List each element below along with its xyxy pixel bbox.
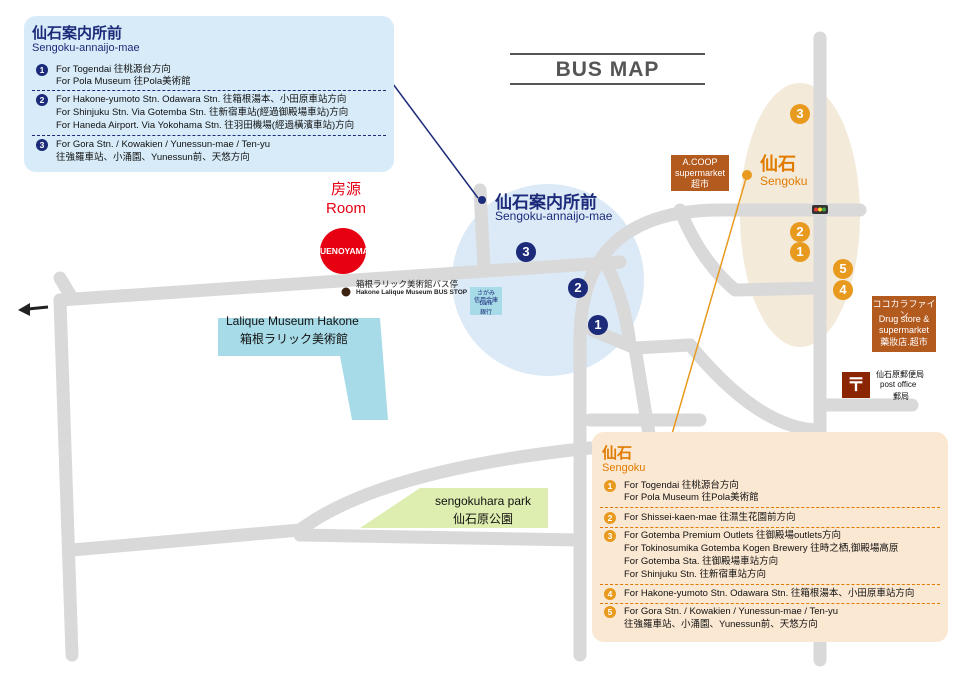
sengoku-stop-2[interactable]: 2: [790, 222, 810, 242]
roads: [53, 31, 919, 667]
road-junction-c: [673, 203, 827, 297]
drug-store-label: ココカラファイン: [872, 299, 936, 320]
lalique-stop-label-jp: 箱根ラリック美術館バス停: [356, 279, 459, 289]
sengoku-map-label: 仙石: [760, 154, 796, 174]
lalique-museum-label-en: Lalique Museum Hakone: [226, 314, 359, 328]
route-line: For Hakone-yumoto Stn. Odawara Stn. 往箱根湯…: [624, 588, 915, 599]
drug-store-label: supermarket: [878, 325, 930, 335]
map-title: BUS MAP: [555, 58, 660, 81]
sengoku-panel-title: 仙石: [602, 445, 633, 462]
park-area: [360, 488, 548, 528]
acoop-supermarket: A.COOP supermarket 超市: [671, 155, 729, 191]
acoop-label: 超市: [690, 179, 709, 189]
road-west-vertical: [53, 293, 79, 662]
sengoku-panel-romaji: Sengoku: [602, 462, 646, 474]
annaijo-panel-romaji: Sengoku-annaijo-mae: [32, 42, 140, 54]
sengoku-info-panel: 仙石 Sengoku 1 For Togendai 往桃源台方向 For Pol…: [592, 432, 948, 642]
acoop-label: A.COOP: [682, 157, 718, 167]
sengoku-map-romaji: Sengoku: [760, 174, 808, 188]
park-label-en: sengokuhara park: [434, 494, 532, 508]
route-line: For Shinjuku Stn. Via Gotemba Stn. 往新宿車站…: [56, 107, 349, 118]
drug-store-label: Drug store &: [878, 314, 930, 324]
route-line: For Gora Stn. / Kowakien / Yunessun-mae …: [56, 139, 271, 150]
acoop-label: supermarket: [674, 168, 726, 178]
annaijo-map-romaji: Sengoku-annaijo-mae: [495, 209, 613, 223]
route-separator: [32, 135, 386, 136]
bank-label: 信用金庫: [473, 298, 498, 304]
lalique-museum-label-jp: 箱根ラリック美術館: [240, 332, 349, 346]
annaijo-info-panel: 仙石案内所前 Sengoku-annaijo-mae 1 For Togenda…: [24, 16, 394, 172]
route-number-badge: 1: [36, 64, 48, 76]
route-separator: [600, 603, 940, 604]
route-line: For Gotemba Premium Outlets 往御殿場outlets方…: [624, 530, 841, 541]
route-line: For Pola Museum 往Pola美術館: [624, 492, 759, 503]
route-number-badge: 3: [36, 139, 48, 151]
west-arrow-icon: [18, 303, 49, 316]
sengoku-stop-3[interactable]: 3: [790, 104, 810, 124]
annaijo-stop-2[interactable]: 2: [568, 278, 588, 298]
annaijo-map-label: 仙石案内所前: [495, 193, 597, 212]
lalique-stop-label-en: Hakone Lalique Museum BUS STOP: [356, 289, 468, 296]
route-number-badge: 5: [604, 606, 616, 618]
route-line: 往強羅車站、小涌園、Yunessun前、天悠方向: [624, 619, 818, 630]
sengoku-stop-1[interactable]: 1: [790, 242, 810, 262]
annaijo-stop-3[interactable]: 3: [516, 242, 536, 262]
annaijo-leader-line: [392, 83, 479, 199]
room-label-jp: 房源: [330, 181, 361, 198]
route-number-badge: 2: [604, 512, 616, 524]
road-south-west: [65, 441, 597, 557]
route-separator: [600, 527, 940, 528]
road-junction-a: [598, 255, 637, 352]
annaijo-stop-1[interactable]: 1: [588, 315, 608, 335]
route-separator: [32, 90, 386, 91]
route-line: For Hakone-yumoto Stn. Odawara Stn. 往箱根湯…: [56, 94, 347, 105]
route-line: 往強羅車站、小涌園、Yunessun前、天悠方向: [56, 152, 250, 163]
road-junction-e: [683, 338, 827, 437]
route-line: For Pola Museum 往Pola美術館: [56, 76, 191, 87]
sengoku-stop-4[interactable]: 4: [833, 280, 853, 300]
bank-building: さがみ 信用金庫 bank 銀行: [470, 287, 502, 316]
annaijo-dot: [478, 196, 486, 204]
post-office-icon: 〒: [842, 372, 870, 398]
sengoku-stop-5[interactable]: 5: [833, 259, 853, 279]
route-number-badge: 1: [604, 480, 616, 492]
post-office-label: 郵局: [893, 392, 909, 401]
park-label-jp: 仙石原公園: [452, 512, 513, 526]
route-line: For Gotemba Sta. 往御殿場車站方向: [624, 556, 779, 567]
route-number-badge: 2: [36, 94, 48, 106]
annaijo-panel-title: 仙石案内所前: [32, 25, 123, 42]
road-east-curve: [573, 203, 867, 662]
road-main-horizontal: [53, 255, 627, 307]
route-line: For Haneda Airport. Via Yokohama Stn. 往羽…: [56, 120, 355, 131]
sengoku-leader-line: [671, 174, 748, 435]
route-line: For Shissei-kaen-mae 往濕生花園前方向: [624, 512, 796, 523]
drug-store-label: 藥妝店.超市: [880, 337, 928, 347]
bank-label: さがみ: [476, 291, 495, 297]
sengoku-dot: [742, 170, 752, 180]
route-line: For Togendai 往桃源台方向: [56, 64, 171, 75]
route-line: For Gora Stn. / Kowakien / Yunessun-mae …: [624, 606, 839, 617]
route-separator: [600, 507, 940, 508]
post-office-label: post office: [880, 380, 917, 389]
drug-store: ココカラファイン Drug store & supermarket 藥妝店.超市: [872, 296, 936, 352]
route-separator: [600, 584, 940, 585]
room-marker[interactable]: UENOYAMA: [320, 228, 369, 274]
room-label-en: Room: [325, 200, 366, 217]
route-number-badge: 3: [604, 530, 616, 542]
lalique-museum-building: [218, 318, 388, 420]
lalique-stop-dot: [341, 287, 351, 297]
route-line: For Shinjuku Stn. 往新宿車站方向: [624, 569, 767, 580]
road-west-spur: [53, 271, 79, 305]
bank-label: bank: [479, 301, 493, 307]
post-office-label: 仙石原郵便局: [876, 370, 924, 379]
route-number-badge: 4: [604, 588, 616, 600]
route-line: For Tokinosumika Gotemba Kogen Brewery 往…: [624, 543, 899, 554]
route-line: For Togendai 往桃源台方向: [624, 480, 739, 491]
road-south-east: [293, 528, 587, 547]
bank-label: 銀行: [479, 310, 492, 316]
